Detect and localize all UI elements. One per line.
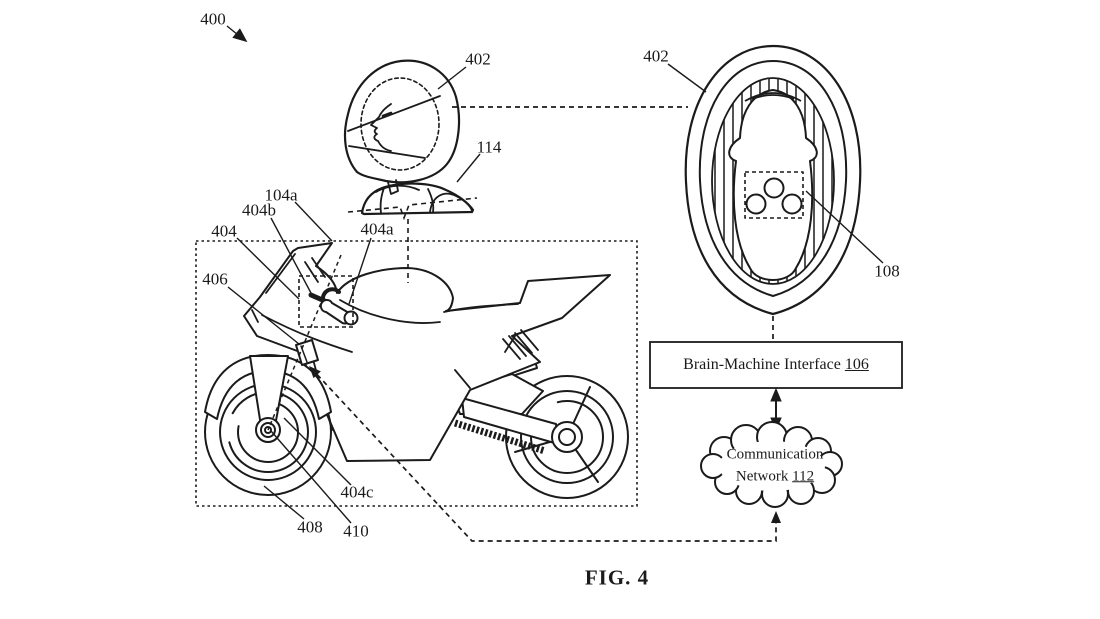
rider-cut-line-dashed [347,197,478,221]
helmet-shell-outer [684,44,862,316]
leader-400 [226,25,248,43]
ref-label-404: 404 [211,221,237,241]
figure-caption: FIG. 4 [584,565,650,590]
network-line1: Communication [726,446,824,463]
leader-406 [227,286,300,345]
fork-sensor [295,339,319,366]
leader-404b [270,217,312,294]
rider-face [370,103,392,152]
wireless-link-dashed [309,366,781,542]
rider-bust [343,59,475,216]
leader-114 [456,153,481,183]
bmi-ref-number: 106 [844,356,869,373]
motorcycle-bounding-box [195,240,638,507]
brow-line-2 [751,94,795,100]
ref-label-408: 408 [297,517,323,537]
ref-label-402-rider: 402 [465,49,491,69]
network-line2: Network [735,468,789,484]
eeg-sensor-array [744,171,804,219]
leader-408 [263,485,305,520]
bmi-box [649,341,903,389]
ref-label-404b: 404b [242,200,276,220]
electrode [781,193,803,215]
front-fork [249,355,289,427]
bmi-box-label: Brain-Machine Interface 106 [683,357,869,373]
ref-label-402-helmet: 402 [643,46,669,66]
network-ref-number: 112 [792,468,815,484]
drive-chain [453,419,547,455]
helmet-top-view [684,44,862,316]
ref-label-404c: 404c [340,482,374,502]
motorcycle [204,242,629,499]
ref-label-406: 406 [202,269,228,289]
rider-eye [381,111,393,118]
arrowhead-to-sensor [309,366,321,379]
bmi-title: Brain-Machine Interface [683,356,841,373]
leader-404a [348,237,372,305]
helmet-padding-edge [711,77,835,285]
electrode [763,177,785,199]
leader-104a [294,201,333,242]
chin-strap [387,179,399,195]
ref-label-410: 410 [343,521,369,541]
handlebar-sensor-box [298,275,354,328]
leader-410 [270,430,352,524]
leader-lines [226,25,884,524]
ref-label-404a: 404a [360,219,394,239]
ref-label-104a: 104a [264,185,298,205]
network-cloud [700,421,843,508]
leader-402-helmet [667,63,707,93]
leader-404 [236,237,300,300]
brow-line [744,92,802,102]
leader-402-rider [437,66,467,90]
leader-404c [283,417,352,486]
ref-label-108: 108 [874,261,900,281]
network-cloud-label: Communication Network 112 [727,444,824,488]
arrowhead-to-cloud [771,511,781,523]
ref-label-114: 114 [476,137,502,157]
front-fender [204,354,332,420]
shoulder-pad [429,192,473,213]
helmet-shell-inner [698,60,848,297]
head-outline-dashed [360,77,440,171]
fairing-body [243,242,611,462]
electrode [745,193,767,215]
leader-108 [805,190,884,264]
steering-axis-dashed [267,254,342,431]
ref-label-400: 400 [200,9,226,29]
rider-helmet-side [343,59,461,195]
handlebar-grip [308,287,359,326]
rear-hub [551,421,583,453]
